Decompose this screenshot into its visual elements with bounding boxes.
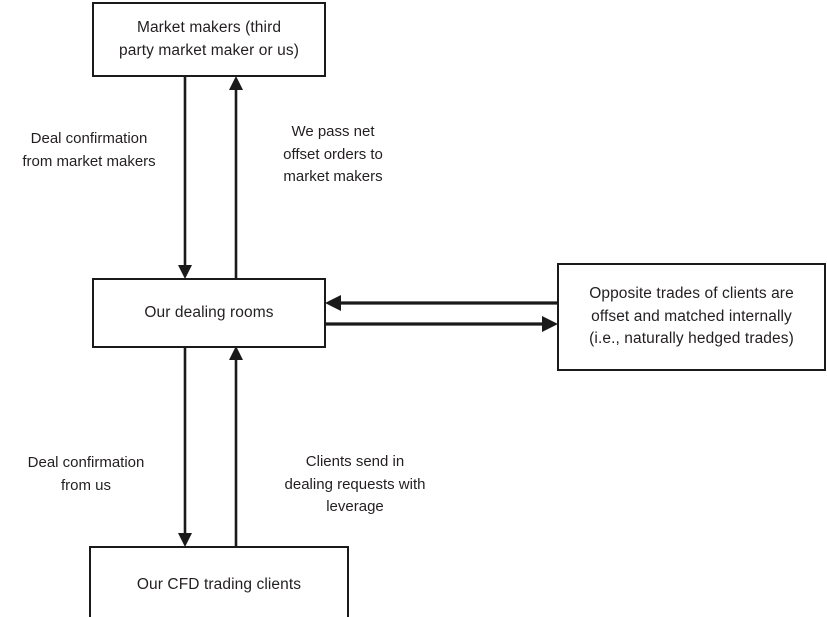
node-dealing-rooms-label: Our dealing rooms: [144, 303, 274, 321]
node-internal-matching-label: Opposite trades of clients are offset an…: [589, 285, 794, 348]
edge-dealing-rooms-to-market-makers: [229, 76, 243, 278]
edge-internal-match-to-dealing-rooms: [325, 295, 557, 311]
node-market-makers[interactable]: Market makers (third party market maker …: [92, 2, 326, 77]
edge-cfd-clients-to-dealing-rooms: [229, 346, 243, 546]
node-cfd-trading-clients-label: Our CFD trading clients: [136, 575, 302, 593]
edge-label-deal-confirmation-from-us: Deal confirmation from us: [27, 454, 145, 494]
edge-market-makers-to-dealing-rooms: [178, 77, 192, 279]
edge-dealing-rooms-to-cfd-clients: [178, 348, 192, 547]
node-internal-matching[interactable]: Opposite trades of clients are offset an…: [557, 263, 826, 371]
node-dealing-rooms[interactable]: Our dealing rooms: [92, 278, 326, 348]
edge-dealing-rooms-to-internal-match: [326, 316, 558, 332]
edge-label-clients-send-in-dealing-requests: Clients send in dealing requests with le…: [284, 453, 426, 515]
node-market-makers-label: Market makers (third party market maker …: [119, 19, 299, 59]
node-cfd-trading-clients[interactable]: Our CFD trading clients: [89, 546, 349, 617]
edge-label-we-pass-net-offset-orders: We pass net offset orders to market make…: [283, 123, 383, 185]
edge-label-deal-confirmation-from-market-makers: Deal confirmation from market makers: [22, 130, 156, 170]
